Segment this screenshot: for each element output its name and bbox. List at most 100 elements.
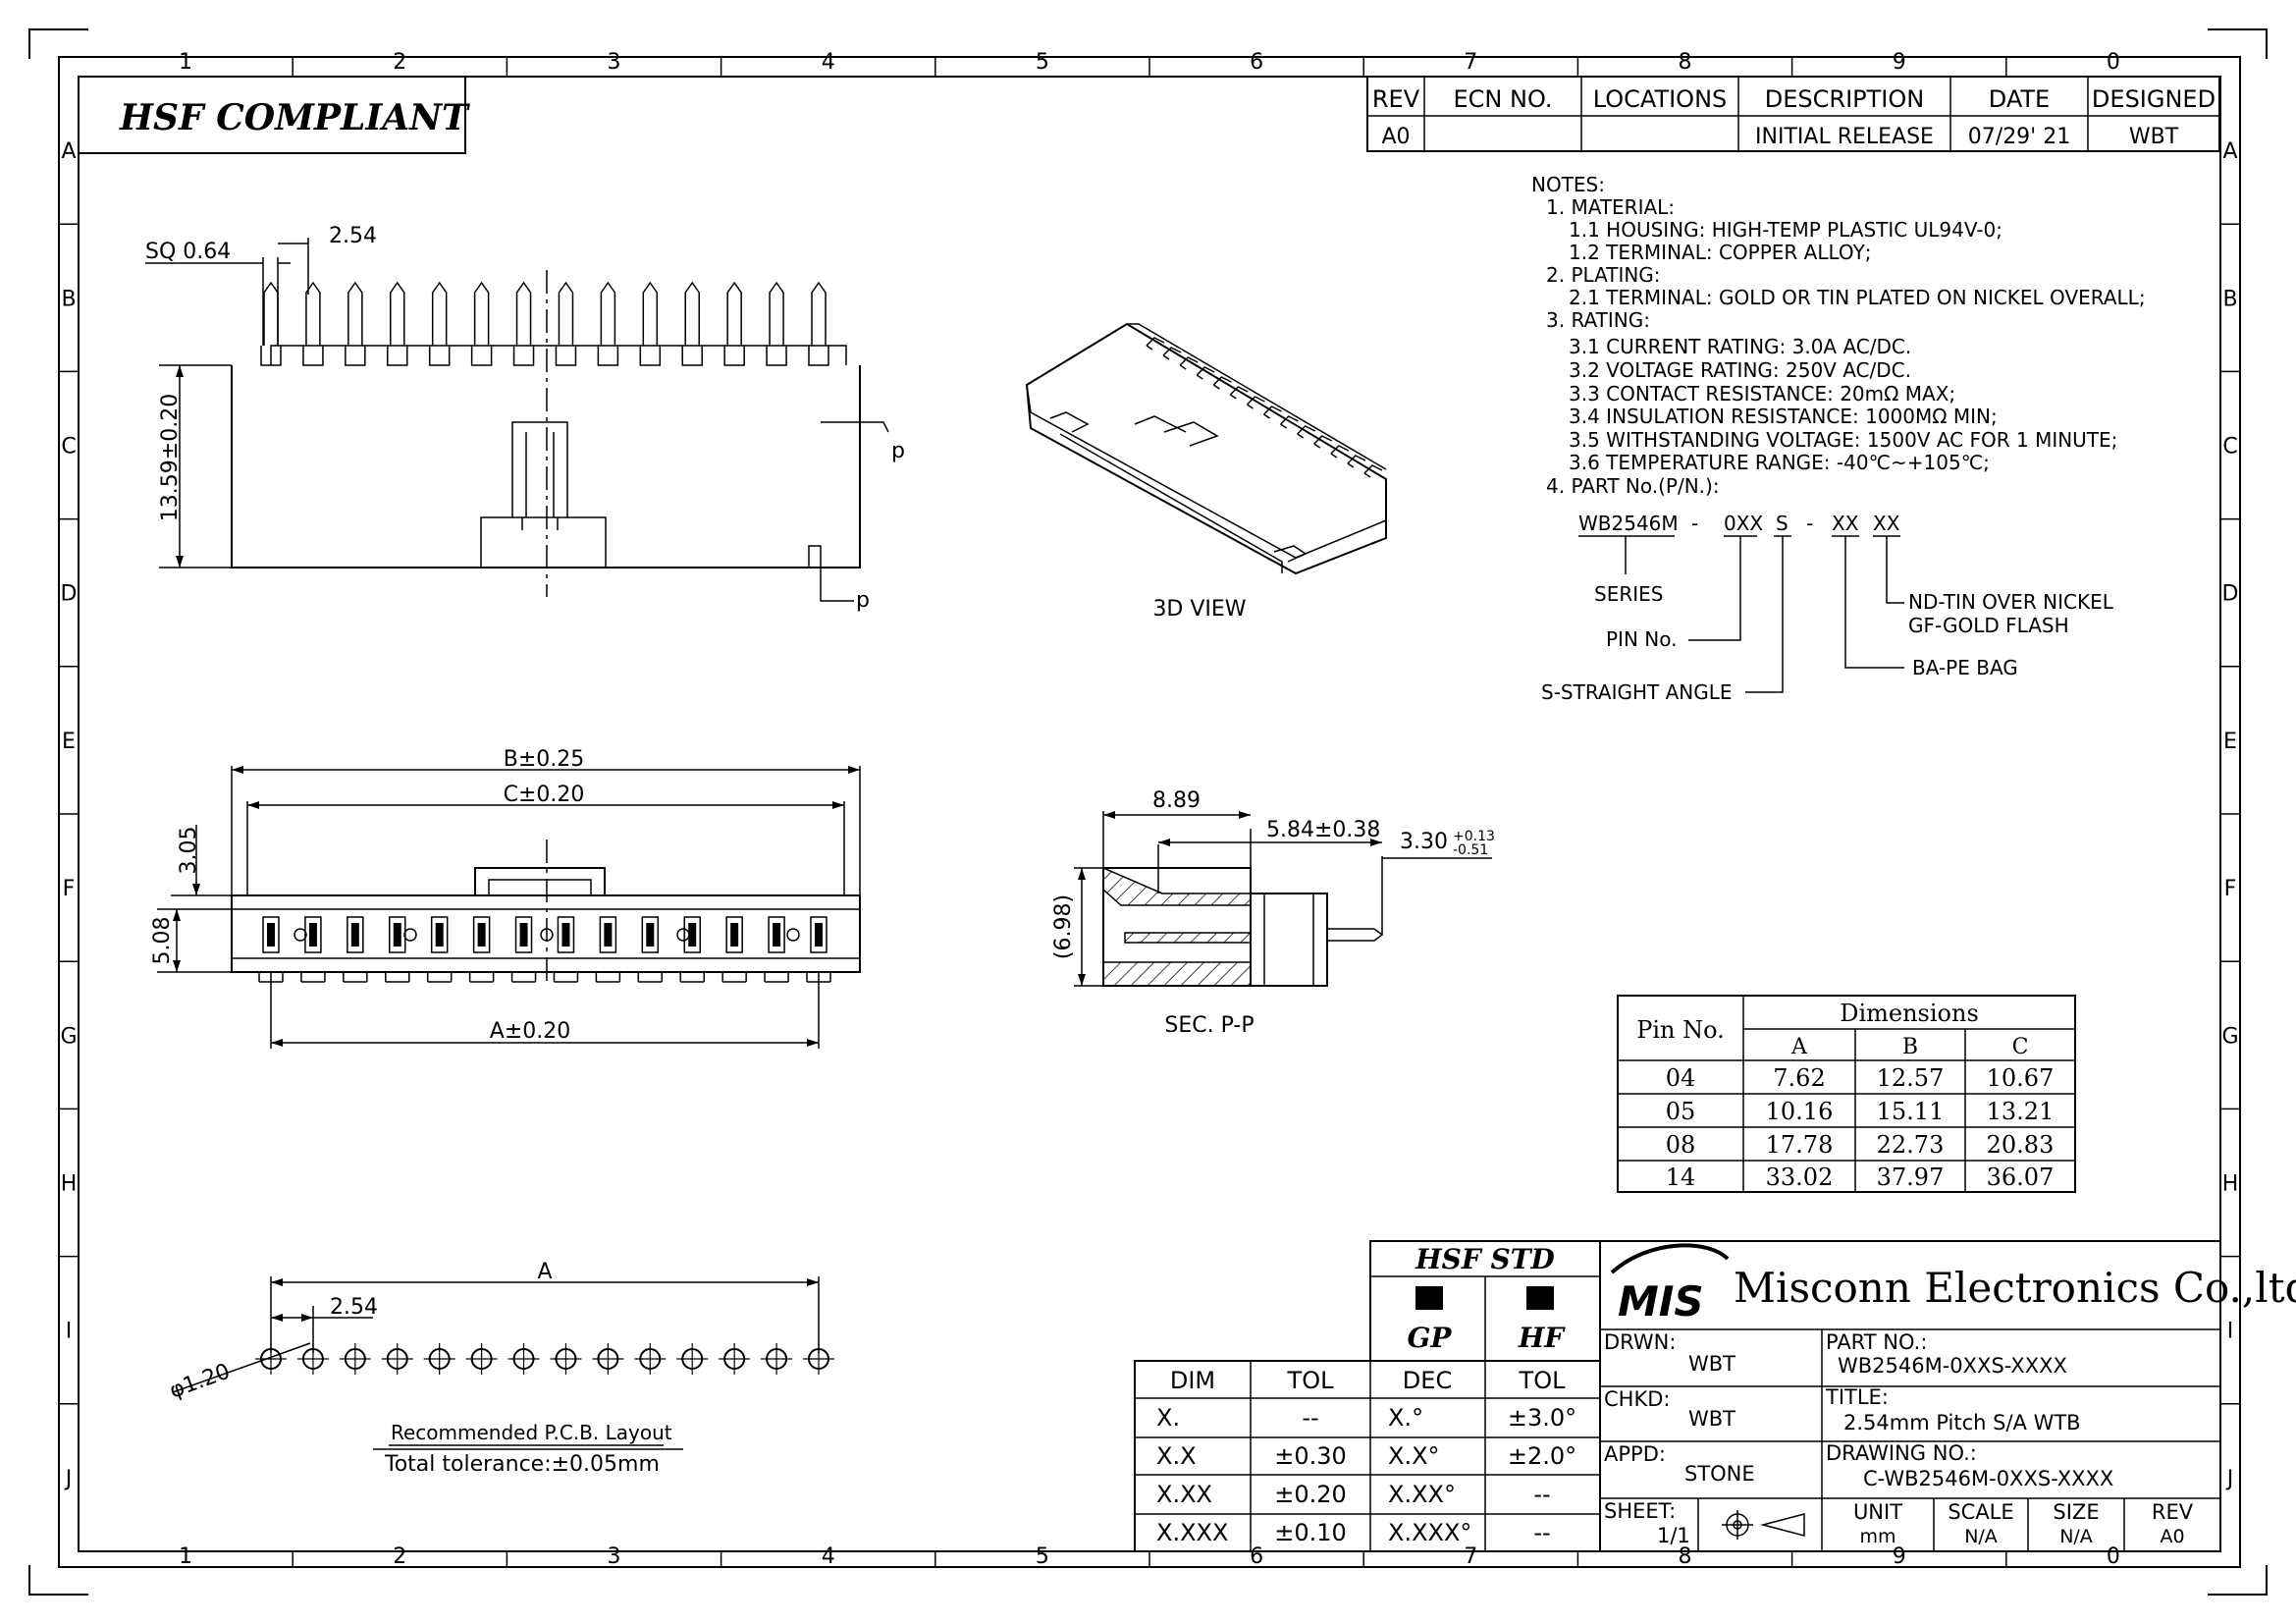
3d-pin xyxy=(1179,356,1199,366)
pin-no-header: Pin No. xyxy=(1636,1016,1725,1044)
cavity xyxy=(683,916,701,953)
front-pin-base xyxy=(723,346,745,366)
post-hole xyxy=(786,928,800,942)
tol-cell: ±3.0° xyxy=(1508,1404,1576,1432)
c-dim: C±0.20 xyxy=(504,783,585,807)
designed-header: DESIGNED xyxy=(2092,85,2216,113)
pn-straight: S xyxy=(1776,512,1789,535)
zone-column-label: 0 xyxy=(2107,50,2120,75)
zone-row-label: I xyxy=(66,1320,73,1344)
dim-cell: 12.57 xyxy=(1877,1064,1945,1092)
3d-pin xyxy=(1246,396,1265,406)
tol-cell: ±0.10 xyxy=(1274,1519,1347,1546)
appd-label: APPD: xyxy=(1604,1442,1666,1466)
rev-value: A0 xyxy=(2160,1526,2184,1547)
note-3: 3. RATING: xyxy=(1546,308,1650,332)
zone-column-label: 2 xyxy=(393,1544,406,1569)
front-pin xyxy=(347,281,363,346)
3d-pin-tail xyxy=(1146,345,1153,351)
dim-cell: 10.67 xyxy=(1987,1064,2055,1092)
3d-pin-tail xyxy=(1196,374,1203,380)
tol-cell: -- xyxy=(1533,1481,1550,1508)
cavity xyxy=(725,916,743,953)
pcb-tolerance: Total tolerance:±0.05mm xyxy=(384,1452,660,1477)
designed-value: WBT xyxy=(2129,125,2179,149)
plating-gf-label: GF-GOLD FLASH xyxy=(1908,614,2069,637)
front-pin xyxy=(390,281,405,346)
zone-row-label: B xyxy=(61,287,76,311)
zone-row-label: A xyxy=(61,139,76,164)
section-dim-3: 3.30 xyxy=(1400,830,1448,854)
b-dim: B±0.25 xyxy=(504,747,585,772)
tol-cell: X. xyxy=(1156,1404,1180,1432)
hsf-std-block: HSF STD GP HF xyxy=(1369,1240,1601,1362)
front-pin-base xyxy=(555,346,577,366)
3d-pin xyxy=(1229,386,1249,396)
dim-cell: 7.62 xyxy=(1773,1064,1825,1092)
gp-marker xyxy=(1415,1286,1443,1310)
cavity xyxy=(472,916,491,953)
section-dim-3-tol-plus: +0.13 xyxy=(1453,829,1495,844)
zone-row-label: G xyxy=(2221,1024,2238,1049)
revision-table: REV ECN NO. LOCATIONS DESCRIPTION DATE D… xyxy=(1366,76,2220,152)
zone-column-label: 6 xyxy=(1250,1544,1263,1569)
corner-marks xyxy=(28,28,2268,1596)
hsf-std-title: HSF STD xyxy=(1415,1243,1555,1275)
3d-pin-tail xyxy=(1313,443,1321,449)
zone-column-label: 1 xyxy=(179,1544,192,1569)
dim-cell: 13.21 xyxy=(1987,1098,2055,1125)
plating-nd-label: ND-TIN OVER NICKEL xyxy=(1908,590,2114,614)
tol-cell: X.X xyxy=(1156,1442,1197,1470)
cavity xyxy=(810,916,828,953)
3d-pin xyxy=(1363,464,1383,474)
cavity xyxy=(514,916,533,953)
tol-header: TOL xyxy=(1287,1367,1335,1394)
cavity xyxy=(347,916,364,953)
a-dim: A±0.20 xyxy=(490,1019,570,1044)
front-pin xyxy=(431,281,448,346)
cavity xyxy=(304,916,322,953)
series-label: SERIES xyxy=(1594,582,1663,606)
front-pin xyxy=(684,281,700,346)
pcb-title: Recommended P.C.B. Layout xyxy=(391,1421,672,1444)
zone-row-label: H xyxy=(2222,1172,2239,1197)
front-pin-base xyxy=(345,346,366,366)
cavity xyxy=(768,916,785,953)
front-pin xyxy=(305,281,321,346)
3d-view-pins xyxy=(1146,337,1383,478)
post-hole xyxy=(294,928,307,942)
zone-row-label: C xyxy=(61,435,76,460)
3d-pin xyxy=(1212,376,1232,386)
drawing-no-value: C-WB2546M-0XXS-XXXX xyxy=(1863,1467,2113,1490)
banner-text: HSF COMPLIANT xyxy=(119,97,470,138)
projection-symbol-icon xyxy=(1722,1510,1805,1540)
front-pitch-dim: 2.54 xyxy=(329,224,377,248)
dim-header: DIM xyxy=(1170,1367,1215,1394)
front-pin xyxy=(473,281,490,346)
hf-marker xyxy=(1526,1286,1554,1310)
cavity xyxy=(389,916,406,953)
note-4: 4. PART No.(P/N.): xyxy=(1546,474,1720,498)
title-block: MIS Misconn Electronics Co.,ltd. DRWN: W… xyxy=(1599,1240,2296,1552)
sq-dim: SQ 0.64 xyxy=(145,240,231,264)
zone-column-label: 6 xyxy=(1250,50,1263,75)
note-3-3: 3.3 CONTACT RESISTANCE: 20mΩ MAX; xyxy=(1569,382,1955,406)
3d-pin xyxy=(1280,415,1299,425)
zone-column-label: 4 xyxy=(822,1544,835,1569)
3d-pin-tail xyxy=(1280,423,1288,429)
front-pin xyxy=(515,281,532,346)
dim-cell: 14 xyxy=(1666,1164,1696,1191)
dim-cell: 33.02 xyxy=(1766,1164,1834,1191)
straight-angle-label: S-STRAIGHT ANGLE xyxy=(1541,680,1733,704)
tol-cell: X.X° xyxy=(1388,1442,1440,1470)
p-bottom-label: p xyxy=(856,588,870,613)
dimension-table: Pin No. Dimensions A B C 04 7.62 12.57 1… xyxy=(1617,995,2076,1193)
zone-row-label: F xyxy=(63,877,76,901)
tol-cell: X.XXX xyxy=(1156,1519,1228,1546)
part-no-label: PART NO.: xyxy=(1826,1330,1927,1354)
3d-pin-tail xyxy=(1363,472,1371,478)
note-1-1: 1.1 HOUSING: HIGH-TEMP PLASTIC UL94V-0; xyxy=(1569,218,2002,242)
zone-column-label: 5 xyxy=(1036,1544,1049,1569)
cavity xyxy=(641,916,660,953)
zone-column-label: 2 xyxy=(393,50,406,75)
